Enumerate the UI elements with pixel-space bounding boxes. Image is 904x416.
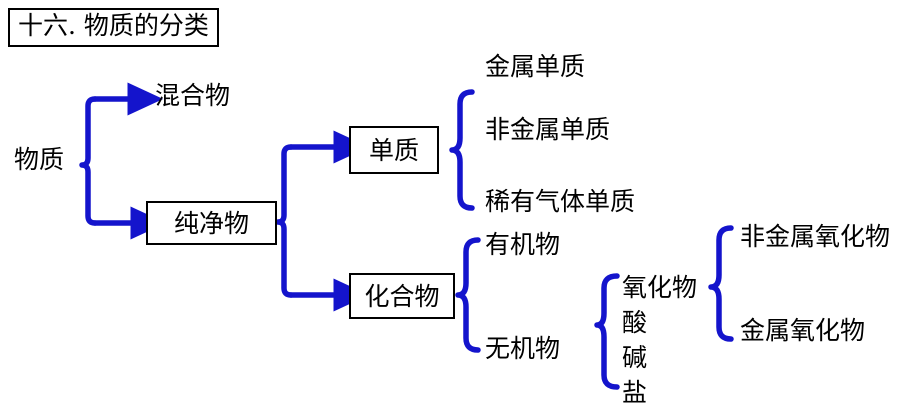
brace-compound bbox=[455, 237, 481, 353]
node-pure-substance: 纯净物 bbox=[146, 201, 277, 245]
node-root-substance: 物质 bbox=[14, 145, 65, 174]
node-nonmetal-oxide: 非金属氧化物 bbox=[740, 222, 891, 251]
node-acid: 酸 bbox=[622, 308, 648, 337]
brace-root bbox=[79, 96, 98, 226]
page-title: 十六. 物质的分类 bbox=[8, 8, 219, 47]
node-metal-oxide: 金属氧化物 bbox=[740, 316, 866, 345]
brace-inorganic bbox=[594, 273, 620, 390]
brace-oxide bbox=[708, 225, 734, 342]
node-nonmetal-element: 非金属单质 bbox=[485, 115, 611, 144]
brace-element bbox=[449, 89, 475, 211]
node-organic: 有机物 bbox=[485, 230, 561, 259]
node-noble-gas-element: 稀有气体单质 bbox=[485, 187, 636, 216]
node-inorganic: 无机物 bbox=[485, 334, 561, 363]
brace-pure bbox=[275, 144, 294, 298]
node-mixture: 混合物 bbox=[155, 81, 231, 110]
node-metal-element: 金属单质 bbox=[485, 52, 586, 81]
node-salt: 盐 bbox=[622, 378, 648, 407]
node-element: 单质 bbox=[349, 126, 439, 174]
node-oxide: 氧化物 bbox=[622, 273, 698, 302]
node-compound: 化合物 bbox=[349, 273, 455, 319]
node-base: 碱 bbox=[622, 343, 648, 372]
